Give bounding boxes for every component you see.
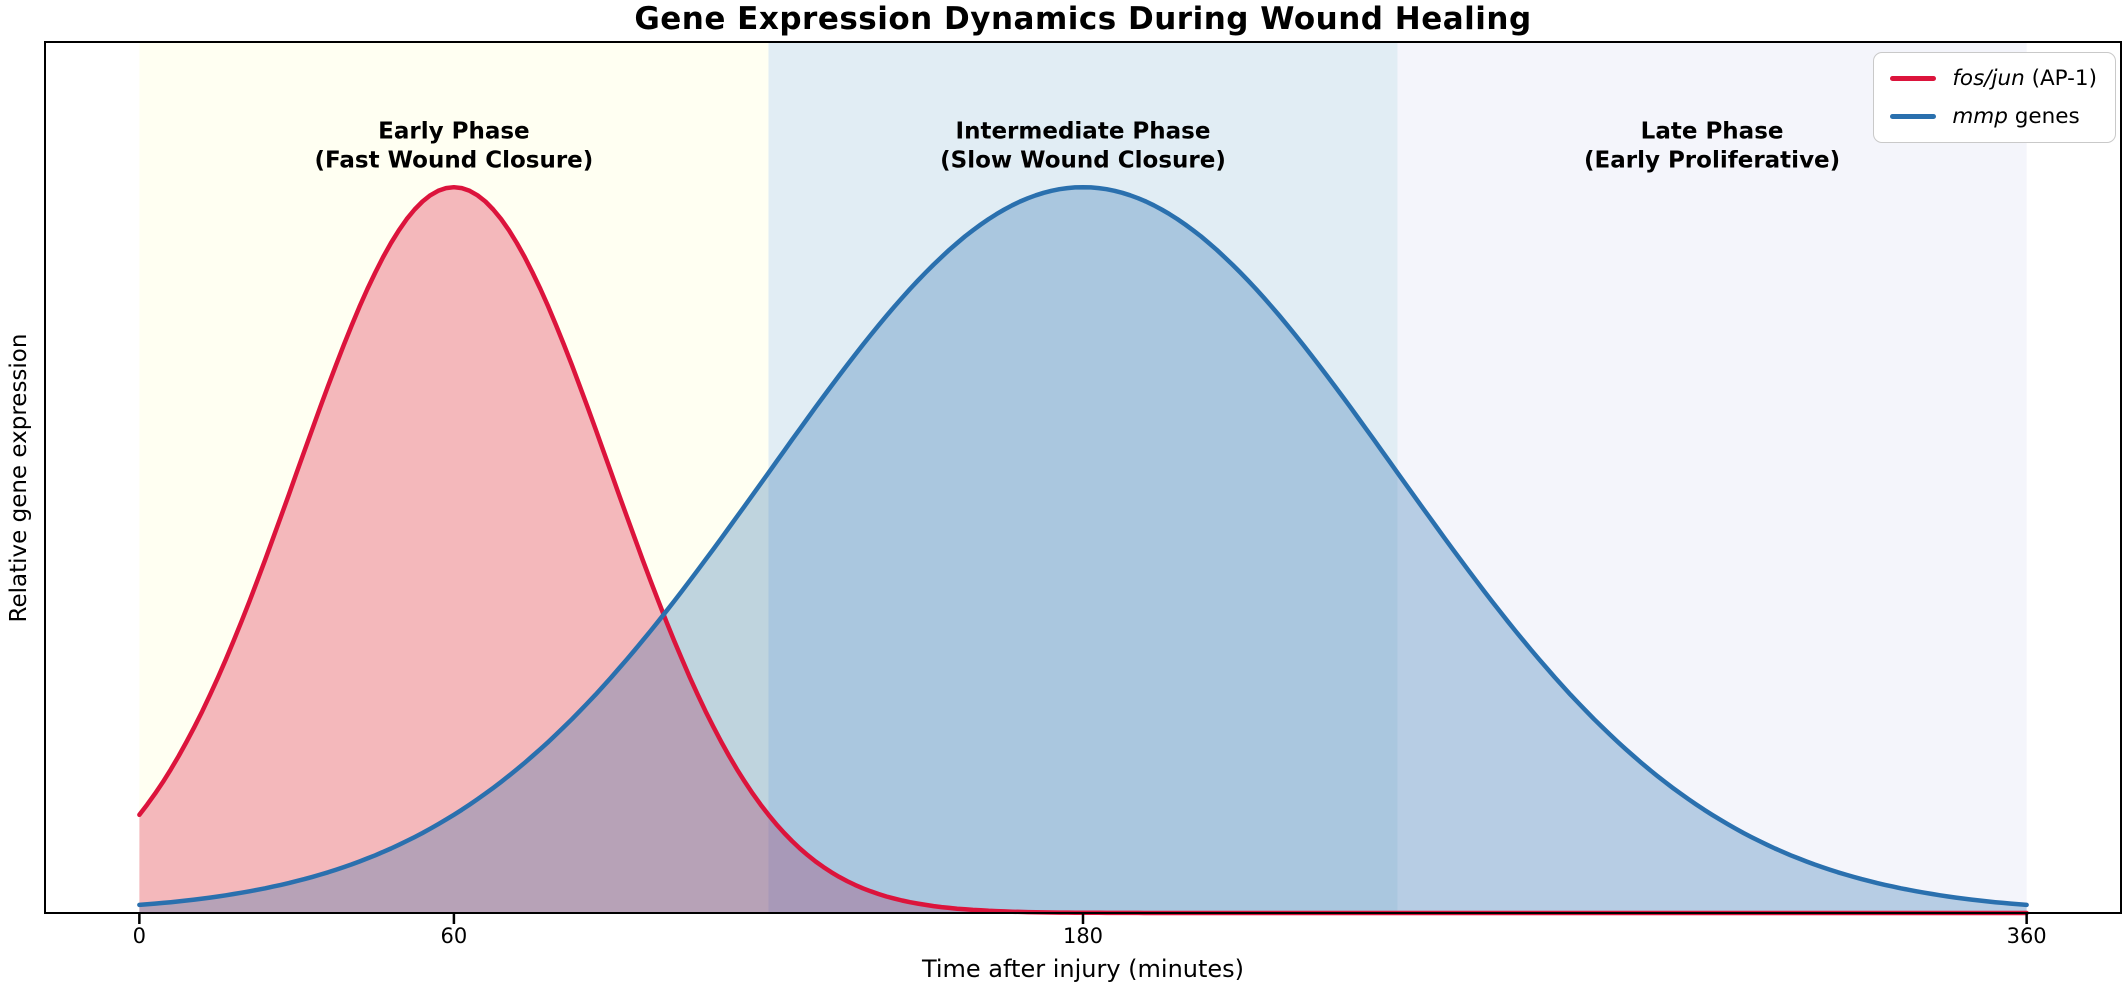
phase-label-late-line2: (Early Proliferative) (1583, 146, 1841, 173)
series-line-1 (137, 184, 2029, 908)
phase-label-late-line1: Late Phase (1640, 118, 1784, 145)
legend-line-swatch-red (1890, 76, 1937, 81)
legend-line-swatch-blue (1890, 114, 1937, 119)
series-fill-0 (139, 187, 2027, 913)
legend-entry-fos-jun: fos/jun (AP-1) (1890, 66, 2097, 91)
phase-label-early-line1: Early Phase (378, 118, 530, 145)
legend: fos/jun (AP-1) mmp genes (1873, 52, 2116, 143)
phase-label-intermediate-line2: (Slow Wound Closure) (940, 146, 1226, 173)
series-fill-1 (139, 187, 2027, 913)
legend-entry-mmp: mmp genes (1890, 104, 2097, 129)
x-tick-label-60: 60 (440, 924, 468, 948)
x-tick-label-180: 180 (1062, 924, 1104, 948)
legend-label-fos-jun-rest: (AP-1) (2024, 66, 2097, 91)
phase-label-early: Early Phase (Fast Wound Closure) (315, 117, 594, 175)
phase-label-intermediate: Intermediate Phase (Slow Wound Closure) (940, 117, 1226, 175)
legend-label-fos-jun-italic: fos/jun (1952, 66, 2025, 91)
phase-label-early-line2: (Fast Wound Closure) (314, 146, 594, 173)
x-tick-label-360: 360 (2006, 924, 2047, 948)
phase-label-late: Late Phase (Early Proliferative) (1584, 117, 1840, 175)
legend-label-mmp-rest: genes (2007, 104, 2080, 129)
phase-band-2 (1397, 43, 2027, 912)
x-axis-label: Time after injury (minutes) (921, 955, 1245, 983)
legend-label-mmp: mmp genes (1952, 104, 2079, 129)
chart-title: Gene Expression Dynamics During Wound He… (634, 1, 1532, 37)
y-axis-label: Relative gene expression (6, 333, 32, 623)
legend-label-fos-jun: fos/jun (AP-1) (1952, 66, 2097, 91)
legend-label-mmp-italic: mmp (1952, 104, 2008, 129)
x-tick-label-0: 0 (132, 924, 147, 948)
phase-label-intermediate-line1: Intermediate Phase (955, 118, 1211, 145)
